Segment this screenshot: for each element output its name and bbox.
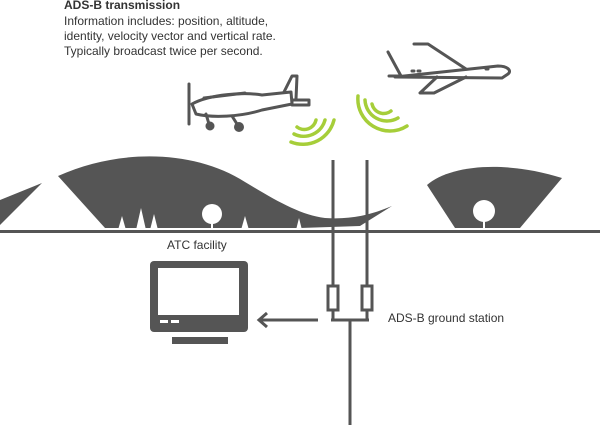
arrow-head	[256, 311, 268, 329]
hill-right	[427, 166, 562, 228]
jet-aircraft-icon	[386, 42, 511, 95]
tree	[118, 216, 126, 230]
hill-left	[0, 183, 42, 225]
tree	[136, 208, 146, 230]
monitor-screen	[158, 268, 239, 315]
terrain	[0, 156, 562, 228]
radio-signal-icon	[289, 94, 409, 147]
plane-wheel	[234, 122, 244, 132]
tree	[64, 214, 72, 230]
plane-wing	[202, 91, 247, 100]
diagram-title: ADS-B transmission	[64, 0, 181, 12]
diagram-description: Information includes: position, altitude…	[64, 14, 324, 59]
tree	[535, 210, 543, 230]
jet-fuselage	[393, 64, 511, 80]
ground-station-label: ADS-B ground station	[388, 311, 505, 325]
antenna-unit-left	[326, 284, 340, 312]
plane-tail	[282, 74, 299, 101]
tree	[202, 204, 222, 224]
jet-tail	[386, 50, 403, 78]
monitor-indicator	[160, 320, 168, 323]
signal-wave	[363, 98, 400, 123]
plane-fuselage	[190, 90, 294, 118]
tree	[241, 216, 249, 230]
jet-upper-wing	[412, 42, 468, 71]
signal-wave	[289, 118, 336, 147]
monitor-stand	[172, 337, 228, 344]
description-line-1: Information includes: position, altitude…	[64, 14, 269, 28]
plane-strut	[230, 114, 239, 126]
signal-wave	[356, 94, 409, 133]
antenna-unit-right	[360, 284, 374, 312]
tree-trunk	[483, 220, 485, 230]
signal-wave	[292, 118, 327, 138]
tree	[296, 218, 302, 230]
propeller-aircraft-icon	[187, 74, 311, 132]
tree	[150, 214, 158, 230]
plane-transponder	[290, 98, 311, 107]
description-line-3: Typically broadcast twice per second.	[64, 44, 263, 58]
hill-center	[58, 156, 392, 228]
jet-windows	[410, 67, 490, 73]
tree	[473, 200, 495, 222]
atc-facility-label: ATC facility	[167, 238, 227, 252]
jet-lower-wing	[418, 75, 468, 95]
tree-trunk	[211, 222, 213, 230]
monitor-indicator	[171, 320, 179, 323]
monitor-icon	[150, 261, 248, 344]
description-line-2: identity, velocity vector and vertical r…	[64, 29, 276, 43]
signal-wave	[295, 118, 318, 132]
antenna-icon	[326, 160, 374, 425]
trees	[64, 200, 543, 230]
ground-line	[0, 230, 600, 233]
signal-wave	[370, 102, 393, 116]
plane-wheel	[205, 121, 215, 131]
data-arrow	[256, 311, 318, 329]
